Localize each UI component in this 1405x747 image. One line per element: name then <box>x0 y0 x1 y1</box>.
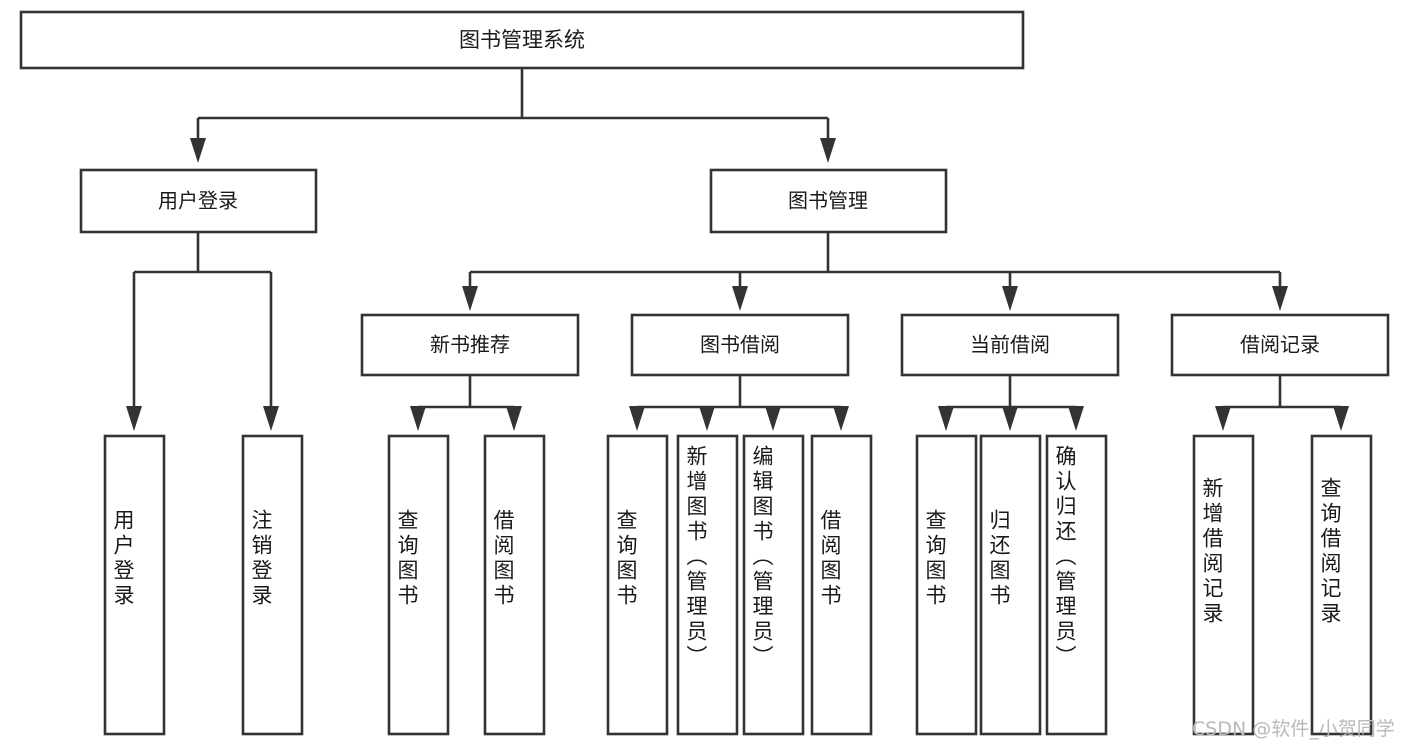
node-user-login-rect[interactable] <box>79 168 318 234</box>
arrow-head-book-borrow-leaf-0 <box>629 406 645 431</box>
connector-group-current-borrow <box>938 375 1084 431</box>
node-root-system-label: 图书管理系统 <box>459 28 585 52</box>
node-root-system-rect[interactable] <box>19 10 1025 70</box>
arrow-head-new-book-leaf-0 <box>410 406 426 431</box>
arrow-head-user-login <box>190 138 206 163</box>
leaf-rect-book-borrow-3[interactable] <box>810 434 873 736</box>
arrow-head-l3-current-borrow <box>1002 286 1018 311</box>
leaf-rect-book-borrow-1[interactable] <box>676 434 739 736</box>
connector-group-borrow-record <box>1215 375 1349 431</box>
node-book-borrow[interactable]: 图书借阅 <box>630 313 850 377</box>
leaf-rect-borrow-record-0[interactable] <box>1192 434 1255 736</box>
arrow-head-l3-borrow-record <box>1272 286 1288 311</box>
node-current-borrow-rect[interactable] <box>900 313 1120 377</box>
connector-group-new-book-recommend <box>410 375 522 431</box>
node-borrow-record-rect[interactable] <box>1170 313 1390 377</box>
arrow-head-current-borrow-leaf-2 <box>1068 406 1084 431</box>
leaf-rect-borrow-record-1[interactable] <box>1310 434 1373 736</box>
node-borrow-record[interactable]: 借阅记录 <box>1170 313 1390 377</box>
leaf-rect-current-borrow-1[interactable] <box>979 434 1042 736</box>
node-borrow-record-label: 借阅记录 <box>1240 333 1320 357</box>
arrow-head-book-borrow-leaf-3 <box>833 406 849 431</box>
connector-group-root <box>190 68 836 163</box>
node-book-borrow-rect[interactable] <box>630 313 850 377</box>
node-book-borrow-label: 图书借阅 <box>700 333 780 357</box>
arrow-head-current-borrow-leaf-0 <box>938 406 954 431</box>
connector-group-book-manage <box>462 232 1288 311</box>
node-user-login-label: 用户登录 <box>158 189 238 213</box>
arrow-head-current-borrow-leaf-1 <box>1002 406 1018 431</box>
node-current-borrow-label: 当前借阅 <box>970 333 1050 357</box>
node-book-manage[interactable]: 图书管理 <box>709 168 948 234</box>
node-user-login[interactable]: 用户登录 <box>79 168 318 234</box>
node-new-book-recommend-label: 新书推荐 <box>430 333 510 357</box>
leaf-rect-book-borrow-2[interactable] <box>742 434 805 736</box>
node-book-manage-rect[interactable] <box>709 168 948 234</box>
arrow-head-user-login-leaf-0 <box>126 406 142 431</box>
leaf-rect-new-book-0[interactable] <box>387 434 450 736</box>
node-book-manage-label: 图书管理 <box>788 189 868 213</box>
arrow-head-book-manage <box>820 138 836 163</box>
arrow-head-book-borrow-leaf-1 <box>699 406 715 431</box>
node-root-system[interactable]: 图书管理系统 <box>19 10 1025 70</box>
node-new-book-recommend-rect[interactable] <box>360 313 580 377</box>
connector-group-user-login <box>126 232 279 431</box>
arrow-head-l3-new-book <box>462 286 478 311</box>
arrow-head-l3-book-borrow <box>732 286 748 311</box>
arrow-head-borrow-record-leaf-1 <box>1333 406 1349 431</box>
connector-group-book-borrow <box>629 375 849 431</box>
node-new-book-recommend[interactable]: 新书推荐 <box>360 313 580 377</box>
arrow-head-user-login-leaf-1 <box>263 406 279 431</box>
arrow-head-new-book-leaf-1 <box>506 406 522 431</box>
leaf-rect-current-borrow-2[interactable] <box>1045 434 1108 736</box>
node-current-borrow[interactable]: 当前借阅 <box>900 313 1120 377</box>
leaf-rect-current-borrow-0[interactable] <box>915 434 978 736</box>
csdn-watermark: CSDN @软件_小贺同学 <box>1192 718 1395 740</box>
leaf-rect-new-book-1[interactable] <box>483 434 546 736</box>
leaf-rect-user-login-1[interactable] <box>241 434 304 736</box>
arrow-head-book-borrow-leaf-2 <box>765 406 781 431</box>
leaf-rect-user-login-0[interactable] <box>103 434 166 736</box>
arrow-head-borrow-record-leaf-0 <box>1215 406 1231 431</box>
leaf-rect-book-borrow-0[interactable] <box>606 434 669 736</box>
